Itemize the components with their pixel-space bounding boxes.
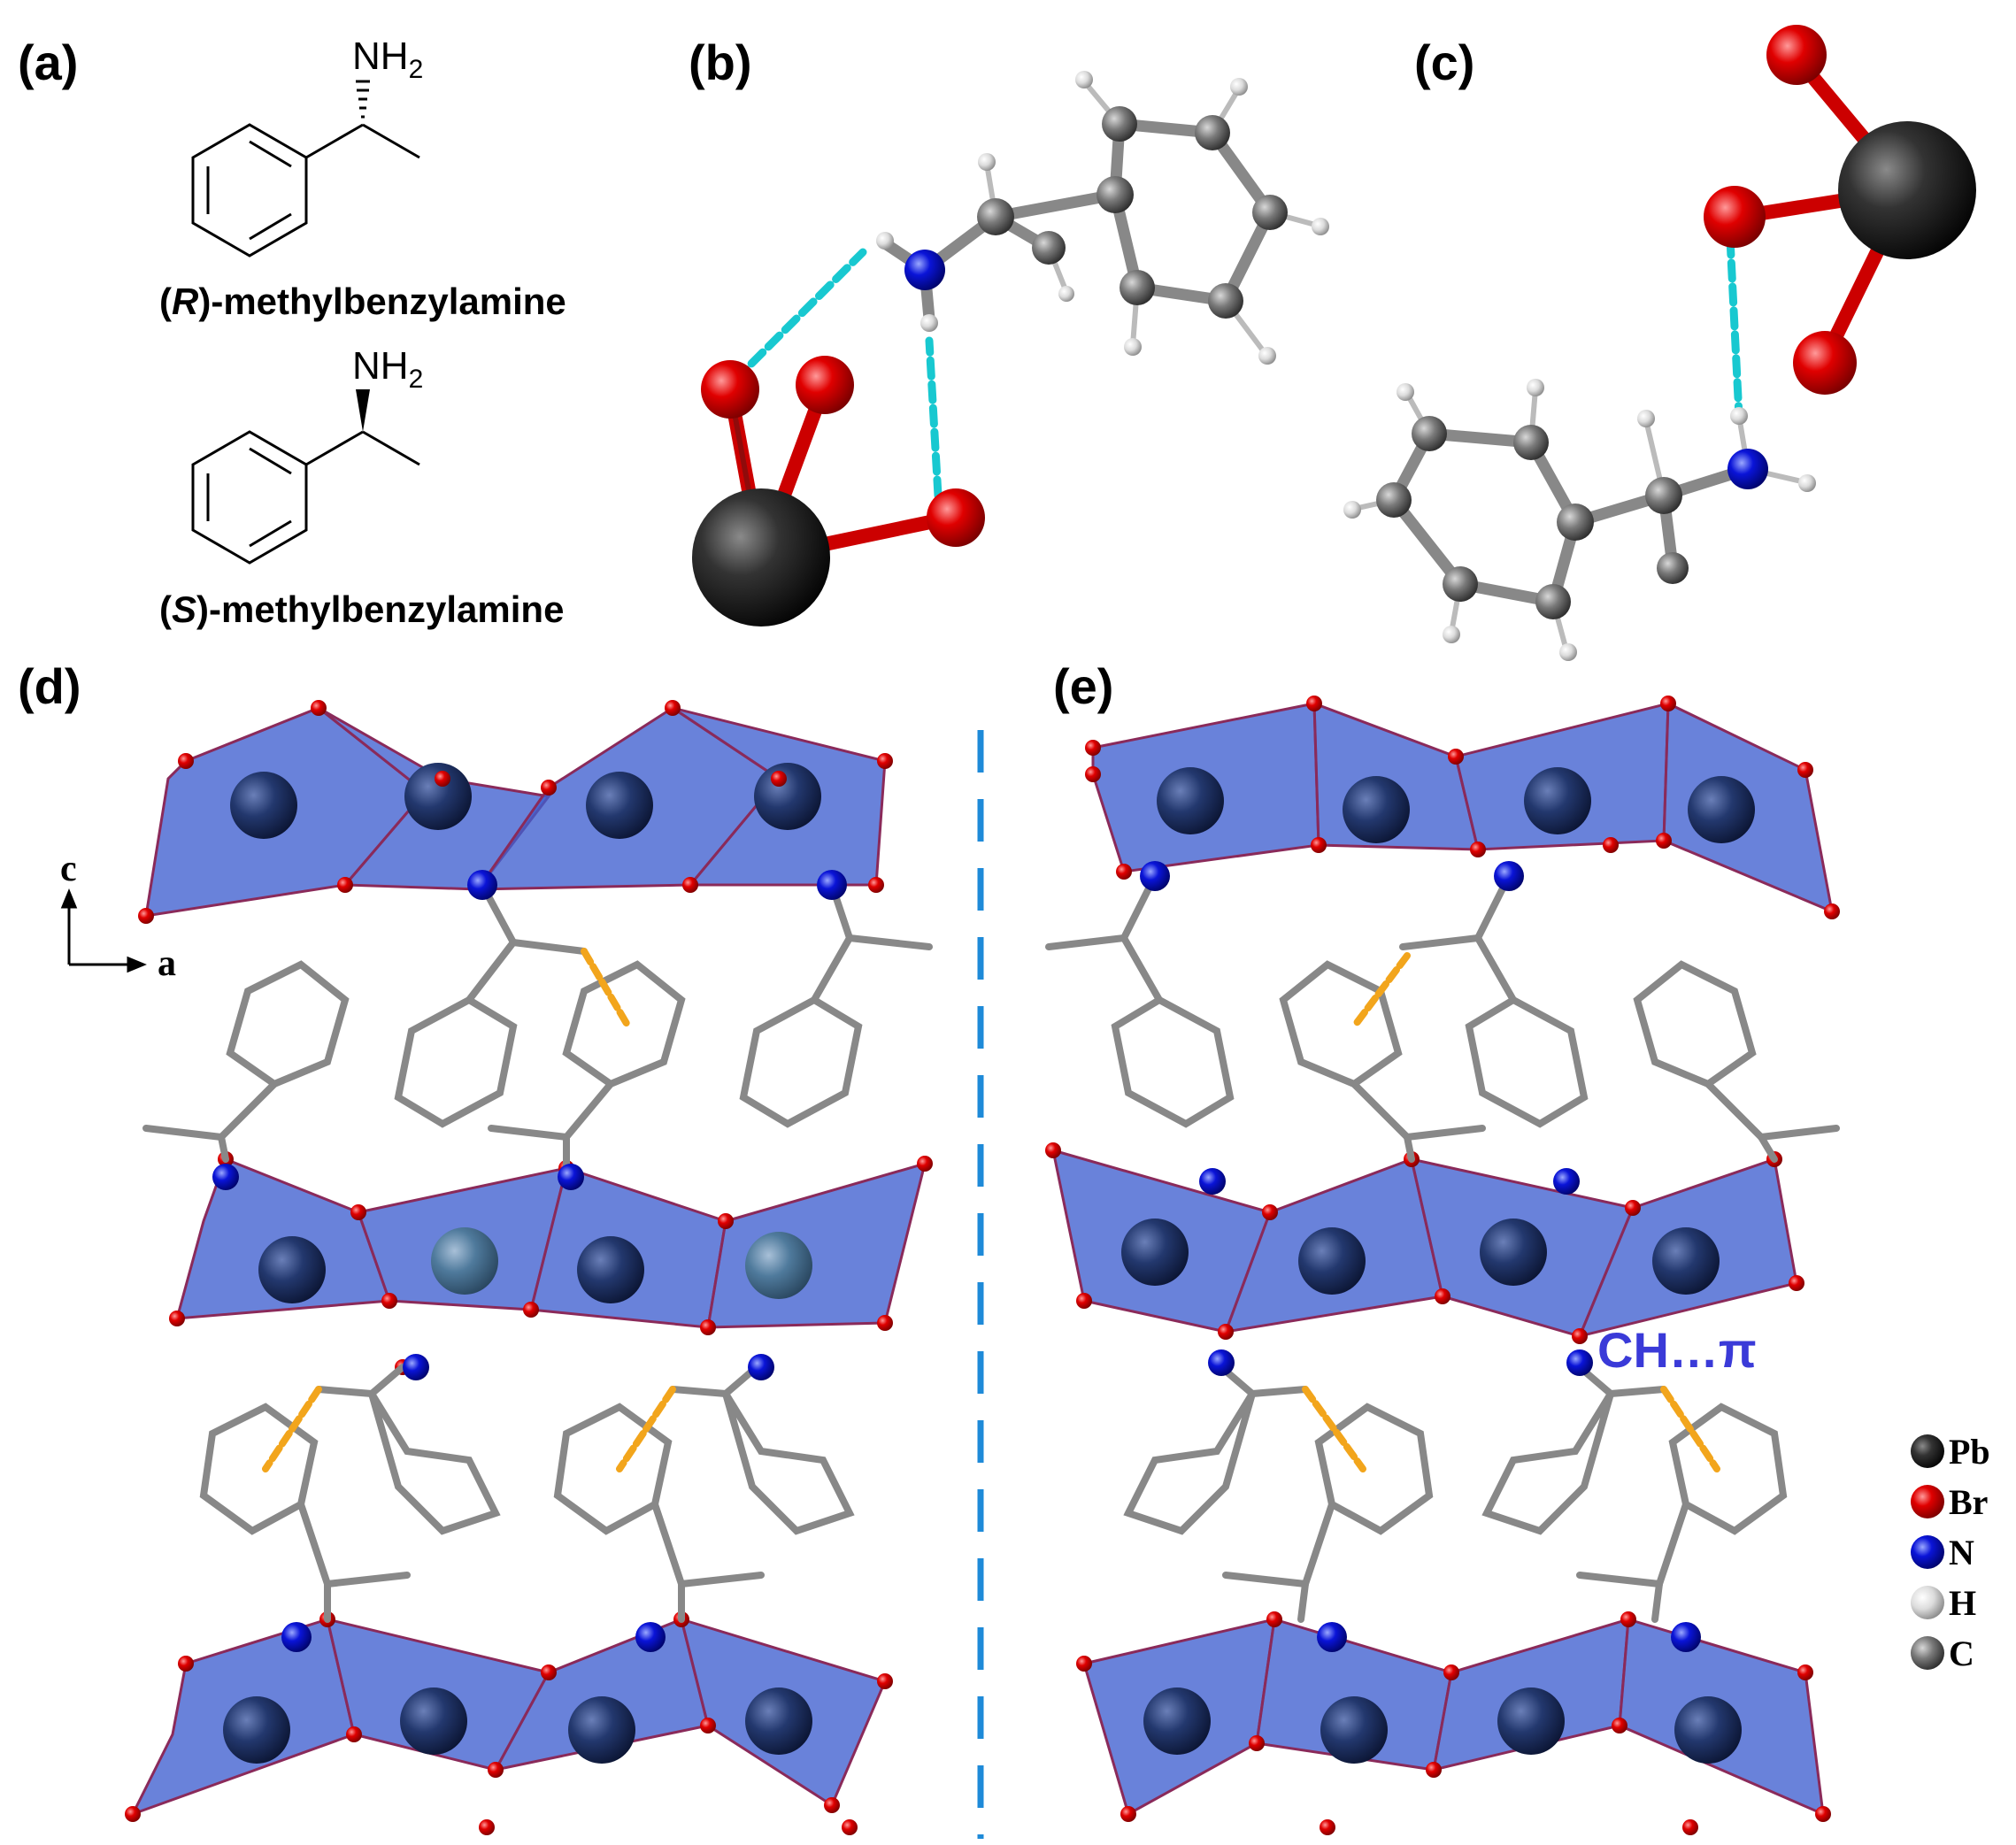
chpi-contacts-d [262, 948, 676, 1472]
panel-label-e: (e) [1053, 658, 1113, 714]
axis-label-c: c [60, 849, 77, 889]
ch-pi-annotation: CH…π [1597, 1322, 1757, 1378]
legend-label-c: C [1949, 1634, 1974, 1673]
legend-label-h: H [1949, 1583, 1976, 1623]
chpi-contacts-e [1302, 952, 1720, 1472]
svg-text:NH2: NH2 [352, 35, 423, 84]
legend-swatch-n [1911, 1535, 1944, 1569]
nitrogen-atoms-d [212, 870, 847, 1652]
legend-label-pb: Pb [1949, 1432, 1990, 1472]
panel-c-model [1343, 25, 1976, 661]
legend: Pb Br N H C [1911, 1432, 1990, 1673]
r-methylbenzylamine-label: (R)-methylbenzylamine [159, 281, 566, 322]
legend-swatch-pb [1911, 1434, 1944, 1468]
organic-cations-e [1045, 873, 1840, 1623]
panel-label-a: (a) [18, 35, 78, 90]
r-amine-label: NH2 [352, 35, 423, 84]
r-methylbenzylamine-structure [191, 80, 420, 258]
panel-b-model [692, 71, 1329, 627]
legend-swatch-h [1911, 1586, 1944, 1619]
panel-label-c: (c) [1414, 35, 1474, 90]
panel-d-structure: c a [60, 700, 933, 1835]
panel-label-d: (d) [18, 658, 81, 714]
s-amine-label: NH2 [352, 344, 423, 394]
legend-swatch-c [1911, 1636, 1944, 1670]
panel-e-structure [1045, 696, 1840, 1835]
hashed-wedge-bond [356, 80, 370, 119]
legend-swatch-br [1911, 1485, 1944, 1518]
axis-label-a: a [158, 943, 176, 984]
solid-wedge-bond [356, 389, 370, 432]
legend-label-n: N [1949, 1533, 1974, 1572]
s-methylbenzylamine-label: (S)-methylbenzylamine [159, 588, 564, 630]
legend-label-br: Br [1949, 1482, 1988, 1522]
s-methylbenzylamine-structure [191, 389, 420, 565]
svg-text:NH2: NH2 [352, 344, 423, 394]
nitrogen-atoms-e [1140, 861, 1701, 1652]
panel-label-b: (b) [689, 35, 752, 90]
axis-indicator [60, 888, 147, 973]
